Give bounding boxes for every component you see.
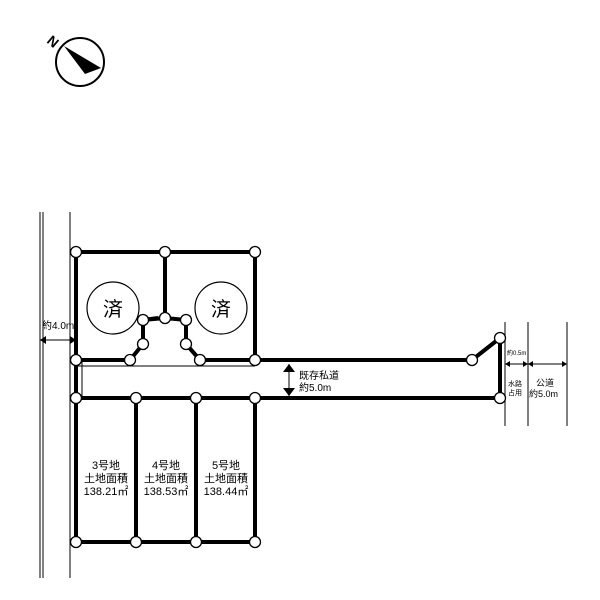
public-road-width: 約5.0m [529, 388, 558, 399]
lot-number: 4号地 [152, 459, 180, 472]
lot-area-label: 土地面積 [144, 471, 188, 485]
lot-3: 3号地 土地面積 138.21㎡ [84, 459, 129, 498]
private-road-name: 既存私道 [299, 369, 339, 382]
waterway-label-2: 占用 [508, 388, 522, 397]
waterway-width: 約0.5m [507, 349, 526, 357]
waterway-label-1: 水路 [508, 379, 522, 388]
lot-area: 138.44㎡ [204, 485, 249, 498]
lot-5: 5号地 土地面積 138.44㎡ [204, 459, 249, 498]
sold-mark: 済 [103, 298, 123, 321]
sold-mark: 済 [211, 298, 231, 321]
lot-number: 3号地 [92, 459, 120, 472]
left-road [39, 212, 76, 578]
private-road-width: 約5.0m [299, 381, 331, 394]
sold-marker-lot-2: 済 [194, 281, 248, 335]
left-road-width: 約4.0m [42, 319, 74, 332]
lot-area: 138.53㎡ [144, 485, 189, 498]
waterway-public-road [504, 322, 568, 426]
lot-4: 4号地 土地面積 138.53㎡ [144, 459, 189, 498]
sold-marker-lot-1: 済 [86, 281, 140, 335]
lot-area-label: 土地面積 [204, 471, 248, 485]
boundary-markers [69, 245, 507, 549]
lot-number: 5号地 [212, 459, 240, 472]
lot-area-label: 土地面積 [84, 471, 128, 485]
north-arrow-icon: N [44, 32, 105, 87]
public-road-name: 公道 [536, 377, 554, 388]
lot-area: 138.21㎡ [84, 485, 129, 498]
private-road-width-arrow [283, 364, 295, 396]
